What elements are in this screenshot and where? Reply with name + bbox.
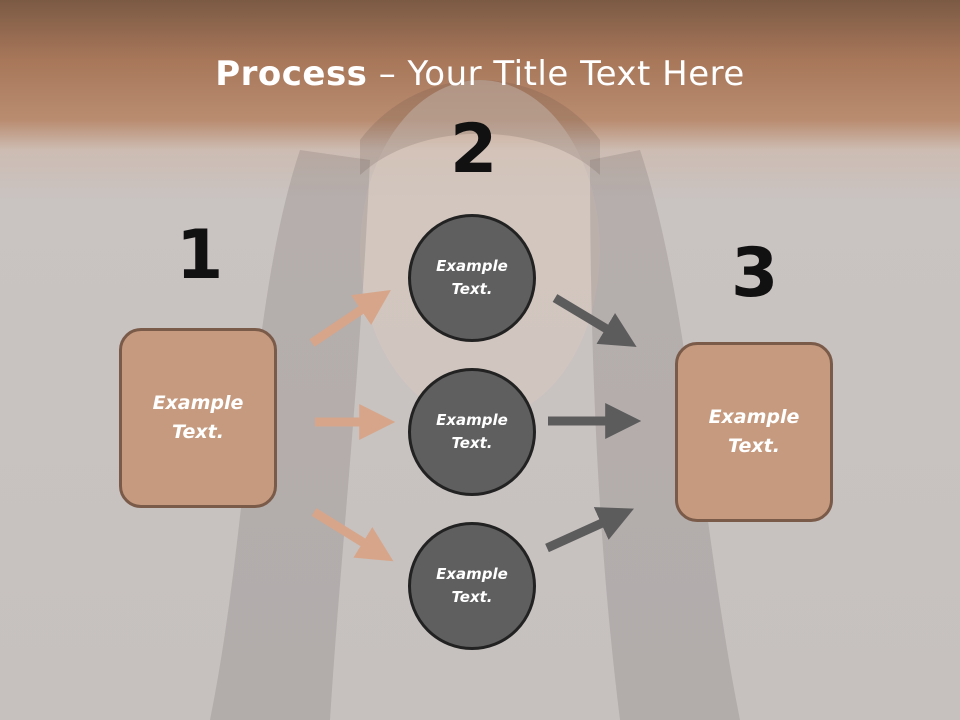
step-3-label: Example Text. (708, 406, 800, 457)
arrow-top-to-3 (552, 294, 637, 347)
title-bold: Process (215, 54, 368, 94)
arrow-bottom-to-3 (545, 507, 634, 553)
slide-title: Process – Your Title Text Here (0, 54, 960, 94)
circle-middle-label: Example Text. (436, 411, 508, 452)
step-2-number: 2 (450, 110, 498, 189)
step-2-circle-middle: Example Text. (408, 368, 536, 496)
circle-top-label: Example Text. (436, 257, 508, 298)
step-2-circle-bottom: Example Text. (408, 522, 536, 650)
step-3-number: 3 (731, 234, 779, 313)
arrow-1-to-bottom (311, 508, 394, 562)
step-3-box: Example Text. (675, 342, 833, 522)
title-rest: – Your Title Text Here (367, 54, 745, 94)
step-2-circle-top: Example Text. (408, 214, 536, 342)
step-1-number: 1 (176, 216, 224, 295)
circle-bottom-label: Example Text. (436, 565, 508, 606)
step-1-box: Example Text. (119, 328, 277, 508)
step-1-label: Example Text. (152, 392, 244, 443)
arrow-1-to-top (309, 289, 391, 347)
